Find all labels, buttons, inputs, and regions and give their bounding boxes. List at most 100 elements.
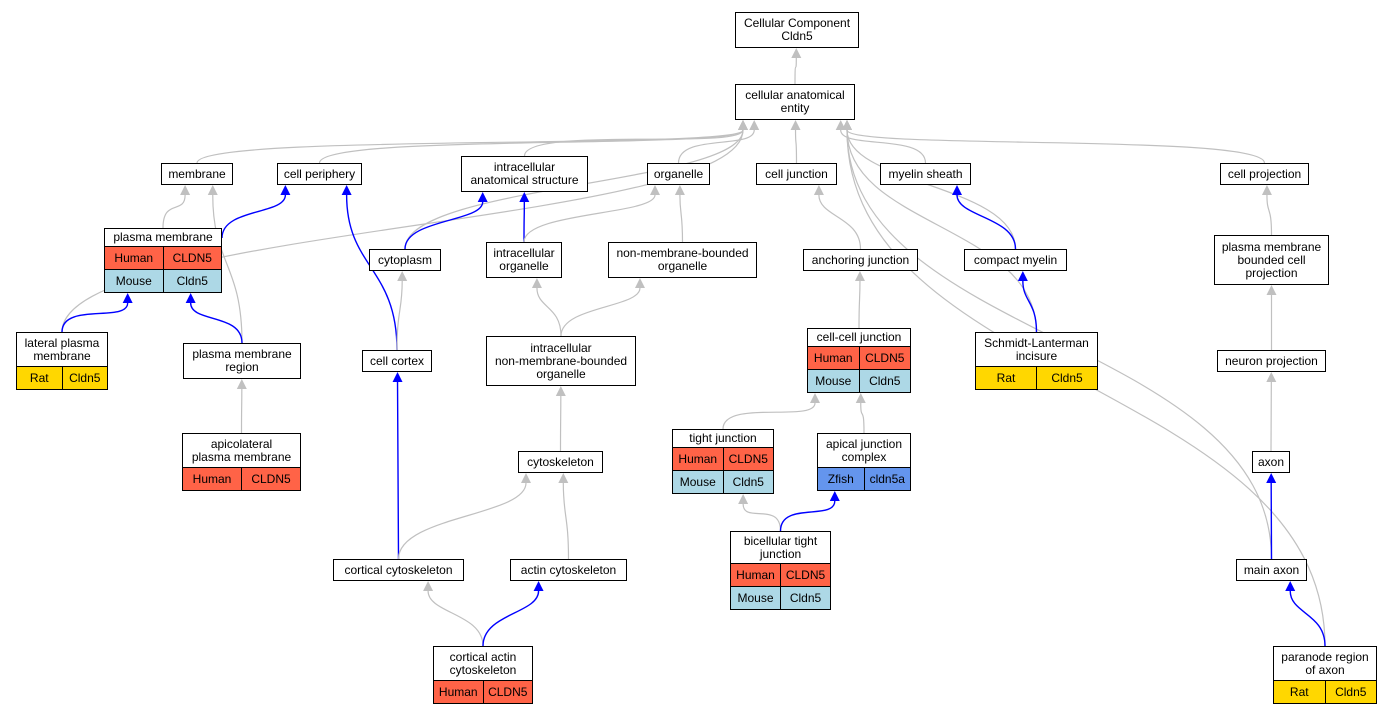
node-label: bicellular tight junction [743,533,818,561]
node-ias[interactable]: intracellular anatomical structure [461,156,588,192]
node-membrane[interactable]: membrane [161,163,233,185]
node-cortcyto[interactable]: cortical cytoskeleton [333,559,464,581]
species-cell: Rat [29,370,49,385]
edge-part-of [779,491,840,532]
edge-is-a [738,494,782,532]
node-anchor[interactable]: anchoring junction [803,249,918,271]
node-label: plasma membrane region [192,347,292,374]
node-cytoskel[interactable]: cytoskeleton [518,451,603,473]
node-label: non-membrane-bounded organelle [616,246,749,273]
node-neuronproj[interactable]: neuron projection [1217,350,1326,372]
edge-is-a [1266,285,1277,351]
node-label: cell cortex [369,353,425,368]
node-label: cortical actin cytoskeleton [449,649,517,677]
edge-is-a [162,185,191,229]
node-label: neuron projection [1225,353,1318,368]
node-mainaxon[interactable]: main axon [1236,559,1307,581]
node-axon[interactable]: axon [1252,451,1290,473]
node-label: Schmidt-Lanterman incisure [984,335,1089,363]
annotation-row: Mouse Cldn5 [731,586,830,609]
edge-part-of [221,185,291,239]
edge-part-of [1285,581,1326,647]
node-inmbo[interactable]: intracellular non-membrane-bounded organ… [486,336,636,386]
node-nmbo[interactable]: non-membrane-bounded organelle [608,242,757,278]
edge-is-a [854,271,865,329]
species-cell: Zfish [827,471,854,486]
node-intorg[interactable]: intracellular organelle [486,242,562,278]
node-cc[interactable]: Cellular Component Cldn5 [735,12,859,48]
node-label: plasma membrane bounded cell projection [1221,239,1322,280]
species-cell: Human [438,684,478,699]
gene-cell: CLDN5 [241,468,300,490]
node-pmbcp[interactable]: plasma membrane bounded cell projection [1214,235,1329,285]
edge-part-of [1266,473,1277,560]
node-label: intracellular anatomical structure [470,160,579,187]
edge-is-a [791,48,802,85]
edge-is-a [790,120,801,164]
species-cell: Human [813,350,853,365]
edge-is-a [397,473,531,560]
node-label: cell-cell junction [816,330,902,344]
species-cell: Mouse [679,474,716,489]
edge-is-a [423,581,484,647]
node-celljunction[interactable]: cell junction [756,163,837,185]
node-pmr[interactable]: plasma membrane region [183,343,301,379]
node-actin[interactable]: actin cytoskeleton [510,559,627,581]
annotation-row: Zfish cldn5a [818,467,910,490]
node-label: cortical cytoskeleton [344,562,453,577]
gene-cell: Cldn5 [1324,681,1377,703]
edge-is-a [523,120,748,157]
node-label: cytoplasm [377,252,433,267]
species-cell: Human [678,451,718,466]
node-cae[interactable]: cellular anatomical entity [735,84,855,120]
node-label: paranode region of axon [1281,649,1369,677]
edge-is-a [722,393,820,430]
node-label: apicolateral plasma membrane [191,436,292,464]
node-label: intracellular non-membrane-bounded organ… [494,340,628,381]
edge-is-a [855,393,866,434]
node-label: cell projection [1227,166,1302,181]
node-myelin[interactable]: myelin sheath [880,163,971,185]
edge-is-a [523,185,660,243]
node-cellperiph[interactable]: cell periphery [277,163,362,185]
edge-is-a [1266,372,1277,452]
edge-is-a [835,120,927,164]
node-label: cellular anatomical entity [745,88,845,115]
gene-cell: cldn5a [863,468,911,490]
node-compact[interactable]: compact myelin [964,249,1067,271]
node-label: actin cytoskeleton [520,562,617,577]
gene-cell: Cldn5 [162,270,222,292]
edge-is-a [560,278,645,337]
node-organelle[interactable]: organelle [647,163,710,185]
node-cellproj[interactable]: cell projection [1220,163,1309,185]
node-cytoplasm[interactable]: cytoplasm [369,249,441,271]
gene-cell: Cldn5 [780,587,830,609]
node-cortex[interactable]: cell cortex [362,350,432,372]
edge-is-a [236,379,247,434]
species-cell: Rat [996,370,1016,385]
species-cell: Mouse [737,590,774,605]
node-label: organelle [653,166,704,181]
edge-is-a [1261,185,1273,236]
edge-is-a [558,473,570,560]
